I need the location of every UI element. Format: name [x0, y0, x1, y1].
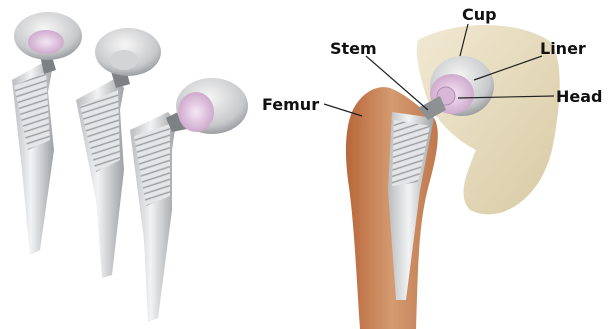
- femur-label: Femur: [262, 95, 319, 114]
- liner-label: Liner: [540, 39, 586, 58]
- pelvis-bone: [417, 25, 560, 214]
- stem-label: Stem: [330, 39, 377, 58]
- hip-implant-component: [130, 78, 248, 322]
- head-label: Head: [556, 87, 603, 106]
- hip-implant-component: [12, 12, 82, 255]
- cup-label: Cup: [462, 5, 497, 24]
